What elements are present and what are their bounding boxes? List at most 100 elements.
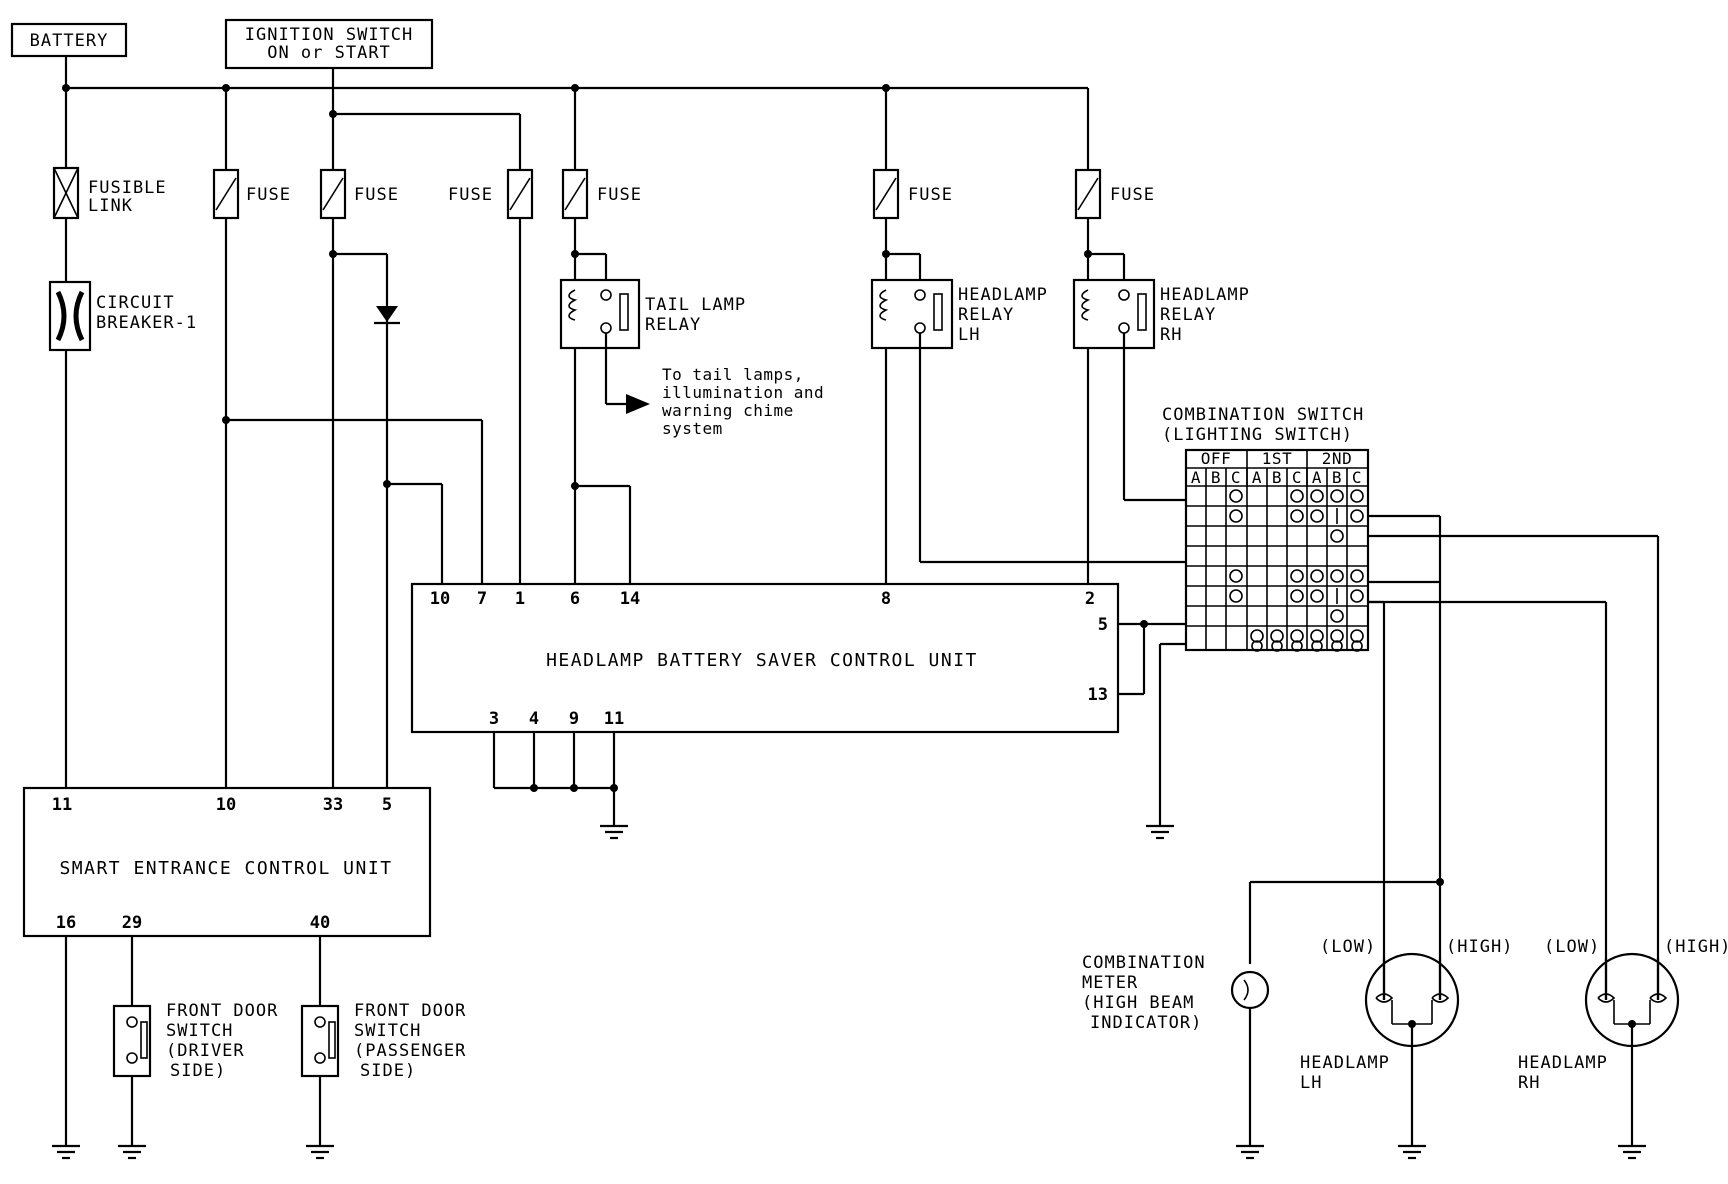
pin-label: 14 [620,589,640,609]
tail-note-1: To tail lamps, [662,365,804,384]
front-door-switch-passenger [300,1004,340,1078]
tail-note-3: warning chime [662,401,794,420]
fuse-2 [319,168,347,220]
headlamp-rh-label-2: RH [1518,1073,1540,1093]
ground-icon [1236,1144,1264,1160]
tail-note-2: illumination and [662,383,824,402]
pin-label: 10 [430,589,450,609]
fuse-5 [872,168,900,220]
meter-label-2: METER [1082,973,1138,993]
pin-label: 1 [515,589,525,609]
headlamp-rh-low-label: (LOW) [1544,937,1600,957]
high-beam-indicator-lamp [1230,970,1270,1010]
column-label: B [1211,468,1221,487]
pin-label: 5 [382,795,392,815]
front-door-switch-driver [112,1004,152,1078]
fuse-1-label: FUSE [246,185,291,205]
smart-top-pins: 11 10 33 5 [52,795,392,815]
fuse-3 [506,168,534,220]
pin-label: 9 [569,709,579,729]
ground-icon [1398,1144,1426,1160]
fuse-4-label: FUSE [597,185,642,205]
fuse-2-label: FUSE [354,185,399,205]
meter-label-3: (HIGH BEAM [1082,993,1194,1013]
passenger-switch-label-3: (PASSENGER [354,1041,466,1061]
fusible-link [52,166,80,220]
headlamp-rh-label-1: HEADLAMP [1518,1053,1608,1073]
column-label: A [1252,468,1262,487]
fuse-6-label: FUSE [1110,185,1155,205]
headlamp-lh-high-label: (HIGH) [1446,937,1513,957]
ground-icon [1618,1144,1646,1160]
headlamp-relay-lh-label-3: LH [958,325,980,345]
ground-icon [52,1144,80,1160]
column-label: C [1352,468,1362,487]
smart-unit-name: SMART ENTRANCE CONTROL UNIT [59,858,392,879]
driver-switch-label-1: FRONT DOOR [166,1001,278,1021]
headlamp-battery-saver-control-unit [410,582,1120,734]
headlamp-relay-lh-label-2: RELAY [958,305,1014,325]
pin-label: 13 [1088,685,1108,705]
arrow-icon [626,394,650,414]
passenger-switch-label-4: SIDE) [360,1061,416,1081]
ground-icon [118,1144,146,1160]
tail-note-4: system [662,419,723,438]
passenger-switch-label-1: FRONT DOOR [354,1001,466,1021]
pin-label: 2 [1085,589,1095,609]
headlamp-relay-lh-label-1: HEADLAMP [958,285,1048,305]
driver-switch-label-4: SIDE) [170,1061,226,1081]
headlamp-relay-rh-label-2: RELAY [1160,305,1216,325]
combination-switch-title-1: COMBINATION SWITCH [1162,405,1364,425]
pin-label: 40 [310,913,330,933]
tail-lamp-relay-label-2: RELAY [645,315,701,335]
column-label: C [1231,468,1241,487]
headlamp-relay-rh-label-3: RH [1160,325,1182,345]
pin-label: 6 [570,589,580,609]
column-label: B [1272,468,1282,487]
headlamp-rh-high-label: (HIGH) [1664,937,1728,957]
fuse-5-label: FUSE [908,185,953,205]
saver-ground-wiring [492,732,618,826]
combination-switch-title-2: (LIGHTING SWITCH) [1162,425,1353,445]
meter-label-1: COMBINATION [1082,953,1206,973]
headlamp-lh-low-label: (LOW) [1320,937,1376,957]
pin-label: 10 [216,795,236,815]
pin-label: 5 [1098,615,1108,635]
headlamp-lh-label-1: HEADLAMP [1300,1053,1390,1073]
switch-position-2nd: 2ND [1322,449,1352,468]
pin-label: 11 [52,795,72,815]
fuse-6 [1074,168,1102,220]
diode [374,306,400,325]
ground-icon [1146,824,1174,840]
pin-label: 7 [477,589,487,609]
circuit-breaker [48,280,92,352]
circuit-breaker-label-2: BREAKER-1 [96,313,197,333]
ignition-label-2: ON or START [267,43,391,63]
pin-label: 33 [323,795,343,815]
switch-contacts [1229,489,1364,652]
fuse-3-label: FUSE [448,185,493,205]
ground-icon [306,1144,334,1160]
pin-label: 4 [529,709,539,729]
passenger-switch-label-2: SWITCH [354,1021,421,1041]
tail-lamp-relay-label-1: TAIL LAMP [645,295,746,315]
driver-switch-label-3: (DRIVER [166,1041,245,1061]
switch-position-1st: 1ST [1262,449,1292,468]
switch-column-labels: A B C A B C A B C [1191,468,1362,487]
headlamp-lh-label-2: LH [1300,1073,1322,1093]
power-bus [62,56,1088,118]
battery-box [10,22,128,58]
combination-switch-grid [1184,448,1370,652]
ground-icon [600,824,628,840]
circuit-breaker-label-1: CIRCUIT [96,293,175,313]
fuse-1 [212,168,240,220]
switch-position-off: OFF [1201,449,1231,468]
ignition-label-1: IGNITION SWITCH [245,25,414,45]
column-label: B [1332,468,1342,487]
headlamp-relay-lh [870,278,954,350]
switch-output-wiring [1248,514,1660,1000]
column-label: C [1292,468,1302,487]
meter-label-4: INDICATOR) [1090,1013,1202,1033]
pin-label: 3 [489,709,499,729]
smart-entrance-control-unit [22,786,432,938]
